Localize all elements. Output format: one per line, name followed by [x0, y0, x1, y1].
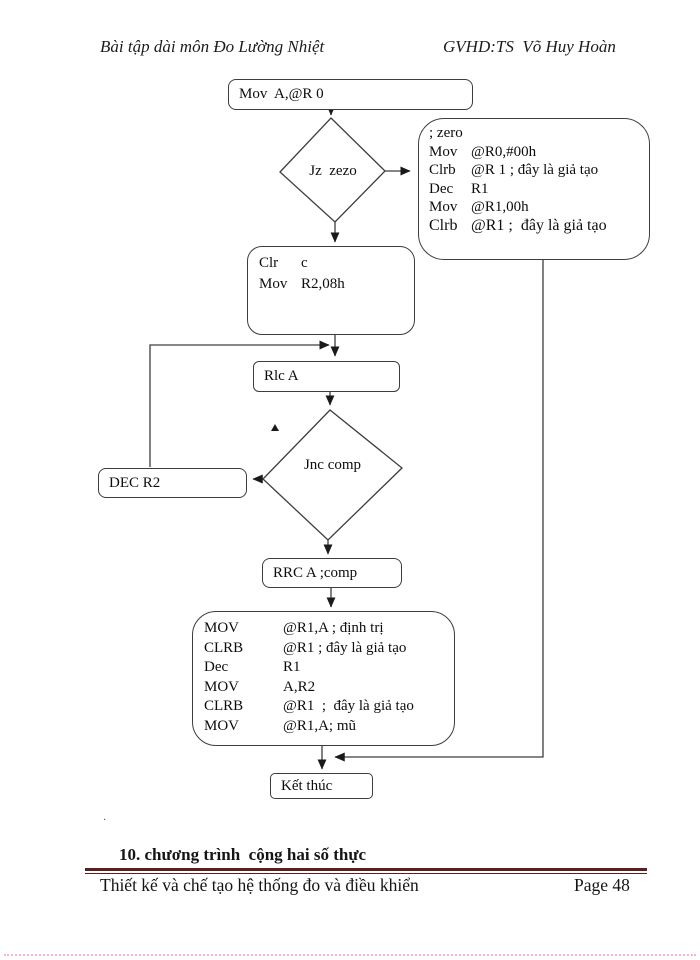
code-operand: @R1,A; mũ [283, 717, 356, 734]
code-operand: @R1 ; đây là giả tạo [283, 639, 407, 656]
code-mnemonic: Mov [429, 199, 458, 216]
bottom-dotted-rule [4, 954, 696, 956]
code-line: MOV @R1,A ; định trị [204, 619, 454, 639]
clr-init-box: Clr c Mov R2,08h [247, 246, 415, 335]
code-operand: @R1 ; đây là giả tạo [283, 698, 414, 714]
rlc-instruction-box: Rlc A [253, 361, 400, 392]
code-mnemonic: Dec [429, 180, 454, 197]
result-store-box: MOV @R1,A ; định trị CLRB @R1 ; đây là giả… [192, 611, 455, 746]
code-line: Mov R2,08h [259, 274, 414, 295]
heading-rule [85, 868, 647, 874]
code-line: CLRB @R1 ; đây là giả tạo [204, 639, 454, 659]
stray-arrowhead-icon [271, 424, 279, 431]
code-line: Dec R1 [204, 658, 454, 678]
footer-page-number: Page 48 [574, 875, 630, 895]
code-operand: @R1 ; đây là giả tạo [471, 216, 607, 234]
section-heading: 10. chương trình cộng hai số thực [119, 845, 367, 864]
code-mnemonic: CLRB [204, 639, 244, 656]
code-mnemonic: MOV [204, 678, 240, 695]
start-instruction-box: Mov A,@R 0 [228, 79, 473, 110]
header-right: GVHD:TS Võ Huy Hoàn [443, 37, 616, 56]
code-operand: @R1,00h [471, 199, 529, 216]
footer-title: Thiết kế và chế tạo hệ thống đo và điều … [100, 875, 419, 895]
start-instruction-label: Mov A,@R 0 [239, 86, 324, 102]
code-operand: A,R2 [283, 678, 316, 695]
code-mnemonic: Clrb [429, 216, 458, 234]
code-line: Mov @R1,00h [429, 198, 649, 217]
code-line: MOV A,R2 [204, 678, 454, 698]
dec-r2-label: DEC R2 [109, 474, 161, 491]
code-operand: @R 1 ; đây là giả tạo [471, 162, 599, 179]
end-box-label: Kết thúc [281, 777, 333, 794]
code-operand: R1 [283, 659, 301, 675]
code-line: MOV @R1,A; mũ [204, 717, 454, 737]
code-operand: @R0,#00h [471, 143, 537, 160]
decision-jnc-label: Jnc comp [303, 457, 362, 473]
rrc-instruction-box: RRC A ;comp [262, 558, 402, 588]
code-operand: R1 [471, 180, 489, 197]
code-mnemonic: Dec [204, 659, 229, 675]
end-box: Kết thúc [270, 773, 373, 799]
code-mnemonic: CLRB [204, 698, 244, 714]
code-operand: c [301, 255, 308, 271]
code-line: Clr c [259, 253, 414, 274]
code-line: Dec R1 [429, 180, 649, 199]
code-line: Clrb @R 1 ; đây là giả tạo [429, 161, 649, 180]
code-mnemonic: Mov [259, 276, 288, 292]
rrc-instruction-label: RRC A ;comp [273, 564, 358, 581]
code-operand: R2,08h [301, 276, 345, 292]
code-mnemonic: Clrb [429, 162, 456, 179]
decision-jz-label: Jz zezo [309, 163, 357, 179]
header-left: Bài tập dài môn Đo Lường Nhiệt [100, 37, 325, 56]
code-line: CLRB @R1 ; đây là giả tạo [204, 697, 454, 717]
decision-jnc-diamond [262, 409, 403, 541]
code-line: ; zero [429, 124, 649, 143]
code-operand: @R1,A ; định trị [283, 620, 384, 636]
stray-mark: · [103, 815, 107, 826]
code-mnemonic: ; zero [429, 125, 463, 141]
rlc-instruction-label: Rlc A [264, 368, 299, 384]
zero-handler-box: ; zero Mov @R0,#00h Clrb @R 1 ; đây là giả… [418, 118, 650, 260]
code-mnemonic: Clr [259, 255, 279, 271]
code-line: Mov @R0,#00h [429, 143, 649, 162]
code-mnemonic: Mov [429, 143, 458, 160]
code-mnemonic: MOV [204, 620, 240, 636]
code-mnemonic: MOV [204, 717, 240, 734]
dec-r2-box: DEC R2 [98, 468, 247, 498]
code-line: Clrb @R1 ; đây là giả tạo [429, 217, 649, 236]
